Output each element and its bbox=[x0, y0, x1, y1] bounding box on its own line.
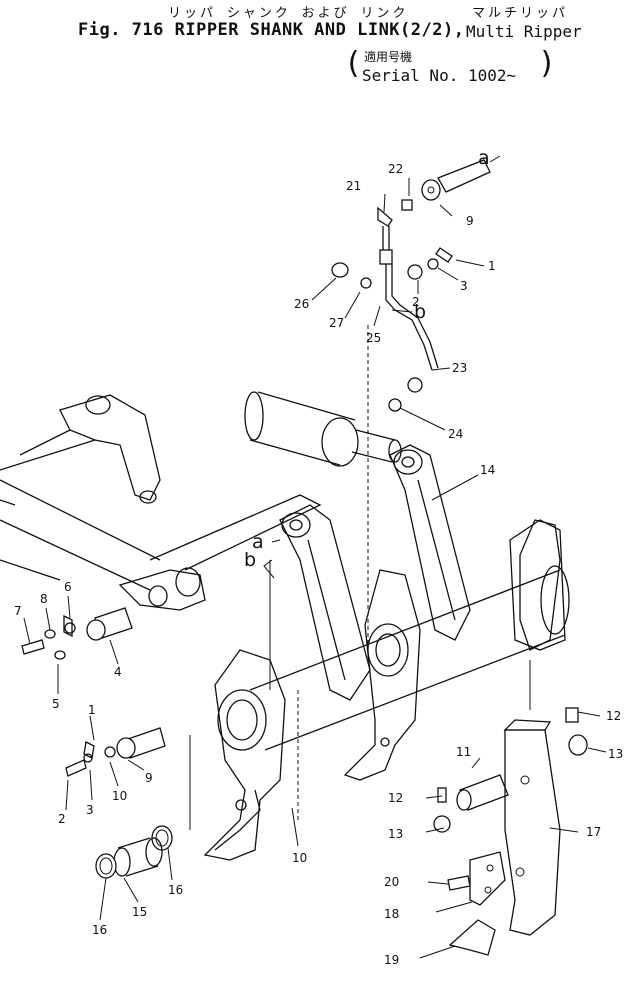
connector-a-top: a bbox=[478, 147, 490, 169]
callout-10-left: 10 bbox=[112, 789, 127, 803]
callout-18: 18 bbox=[384, 907, 399, 921]
hydraulic-cylinder bbox=[244, 391, 402, 467]
japanese-title: リッパ シャンク および リンク bbox=[168, 6, 409, 21]
figure-title: Fig. 716 RIPPER SHANK AND LINK(2/2), bbox=[78, 20, 465, 40]
callout-19: 19 bbox=[384, 953, 399, 967]
callout-14: 14 bbox=[480, 463, 495, 477]
callout-13-mid: 13 bbox=[388, 827, 403, 841]
callout-6: 6 bbox=[64, 580, 72, 594]
shank-right-bracket bbox=[519, 519, 561, 651]
callout-9-left: 9 bbox=[145, 771, 153, 785]
callout-8: 8 bbox=[40, 592, 48, 606]
right-loose-parts bbox=[433, 707, 588, 956]
callout-1-top: 1 bbox=[488, 259, 496, 273]
left-bracket: ( bbox=[344, 46, 363, 81]
callout-4: 4 bbox=[114, 665, 122, 679]
serial-number: Serial No. 1002~ bbox=[362, 66, 517, 85]
callout-11: 11 bbox=[456, 745, 471, 759]
callout-9-top: 9 bbox=[466, 214, 474, 228]
callout-27: 27 bbox=[329, 316, 344, 330]
callout-12-mid: 12 bbox=[388, 791, 403, 805]
callout-1-left: 1 bbox=[88, 703, 96, 717]
callout-16-right: 16 bbox=[168, 883, 183, 897]
japanese-multi-title: マルチリッパ bbox=[472, 6, 569, 21]
callout-16-left: 16 bbox=[92, 923, 107, 937]
multi-ripper-label: Multi Ripper bbox=[466, 22, 582, 41]
link-right bbox=[389, 444, 471, 641]
callout-12-right: 12 bbox=[606, 709, 621, 723]
right-bracket: ) bbox=[538, 46, 557, 81]
connector-b-left: b bbox=[244, 549, 256, 571]
callout-15: 15 bbox=[132, 905, 147, 919]
top-hardware bbox=[331, 159, 491, 412]
link-left bbox=[279, 504, 371, 701]
leader-lines bbox=[23, 155, 607, 959]
applicable-label: 適用号機 bbox=[364, 50, 413, 64]
left-loose-parts bbox=[21, 607, 166, 777]
ripper-beam bbox=[0, 394, 322, 611]
callout-10-bottom: 10 bbox=[292, 851, 307, 865]
callout-5: 5 bbox=[52, 697, 60, 711]
cross-shaft bbox=[249, 519, 570, 751]
callout-3-top: 3 bbox=[460, 279, 468, 293]
shank-middle bbox=[343, 569, 421, 781]
callout-3-left: 3 bbox=[86, 803, 94, 817]
callout-24: 24 bbox=[448, 427, 463, 441]
callout-26: 26 bbox=[294, 297, 309, 311]
callout-13-right: 13 bbox=[608, 747, 623, 761]
callout-7: 7 bbox=[14, 604, 22, 618]
bushings bbox=[95, 825, 173, 879]
callout-23: 23 bbox=[452, 361, 467, 375]
callout-21: 21 bbox=[346, 179, 361, 193]
alignment-lines bbox=[189, 325, 531, 830]
connector-a-left: a bbox=[252, 531, 264, 553]
callout-20: 20 bbox=[384, 875, 399, 889]
callout-2-left: 2 bbox=[58, 812, 66, 826]
callout-2-top: 2 bbox=[412, 295, 420, 309]
callout-labels: 22 21 9 1 3 2 26 27 25 23 24 14 7 8 6 4 … bbox=[14, 162, 623, 967]
connector-b-top: b bbox=[414, 301, 426, 323]
callout-22: 22 bbox=[388, 162, 403, 176]
callout-25: 25 bbox=[366, 331, 381, 345]
callout-17: 17 bbox=[586, 825, 601, 839]
